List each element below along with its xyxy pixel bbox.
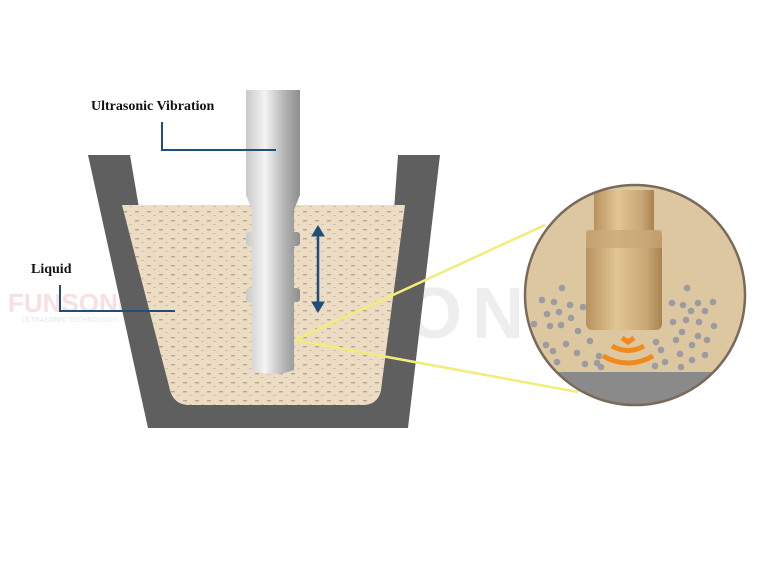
particle xyxy=(555,308,563,316)
svg-text:ULTRASONIC TECHNOLOGY: ULTRASONIC TECHNOLOGY xyxy=(22,317,118,324)
particle xyxy=(566,301,574,309)
particle xyxy=(710,322,718,330)
particle xyxy=(549,347,557,355)
particle xyxy=(676,350,684,358)
particle xyxy=(550,298,558,306)
particle xyxy=(672,336,680,344)
particle xyxy=(688,356,696,364)
particle xyxy=(567,314,575,322)
particle xyxy=(683,284,691,292)
particle xyxy=(530,320,538,328)
particle xyxy=(694,299,702,307)
particle xyxy=(679,301,687,309)
particle xyxy=(694,332,702,340)
particle xyxy=(579,303,587,311)
particle xyxy=(553,358,561,366)
particle xyxy=(558,284,566,292)
ultrasonic-probe xyxy=(246,90,300,374)
particle xyxy=(557,321,565,329)
particle xyxy=(668,299,676,307)
particle xyxy=(562,340,570,348)
particle xyxy=(687,307,695,315)
particle xyxy=(574,327,582,335)
zoom-lines xyxy=(294,223,579,394)
particle xyxy=(701,351,709,359)
particle xyxy=(543,310,551,318)
particle xyxy=(709,298,717,306)
particle xyxy=(661,358,669,366)
vibration-leader-line xyxy=(161,122,276,151)
particle xyxy=(677,363,685,371)
particle xyxy=(538,296,546,304)
particle xyxy=(701,307,709,315)
liquid-leader-line xyxy=(59,285,175,312)
crucible xyxy=(88,155,440,428)
particle xyxy=(678,328,686,336)
vibration-arrow-icon xyxy=(311,225,325,313)
ultrasonic-waves-icon xyxy=(601,335,655,366)
particle xyxy=(593,359,601,367)
ultrasonic-vibration-label: Ultrasonic Vibration xyxy=(91,99,215,114)
particles xyxy=(530,284,718,371)
particle xyxy=(657,346,665,354)
particle xyxy=(688,341,696,349)
particle xyxy=(573,349,581,357)
particle xyxy=(586,337,594,345)
particle xyxy=(682,316,690,324)
particle xyxy=(597,363,605,371)
liquid-label: Liquid xyxy=(31,262,72,277)
particle xyxy=(695,318,703,326)
particle xyxy=(595,352,603,360)
particle xyxy=(669,318,677,326)
particle xyxy=(581,360,589,368)
particle xyxy=(703,336,711,344)
magnified-view xyxy=(525,185,745,405)
particle xyxy=(542,341,550,349)
particle xyxy=(546,322,554,330)
particle xyxy=(651,362,659,370)
particle xyxy=(652,338,660,346)
